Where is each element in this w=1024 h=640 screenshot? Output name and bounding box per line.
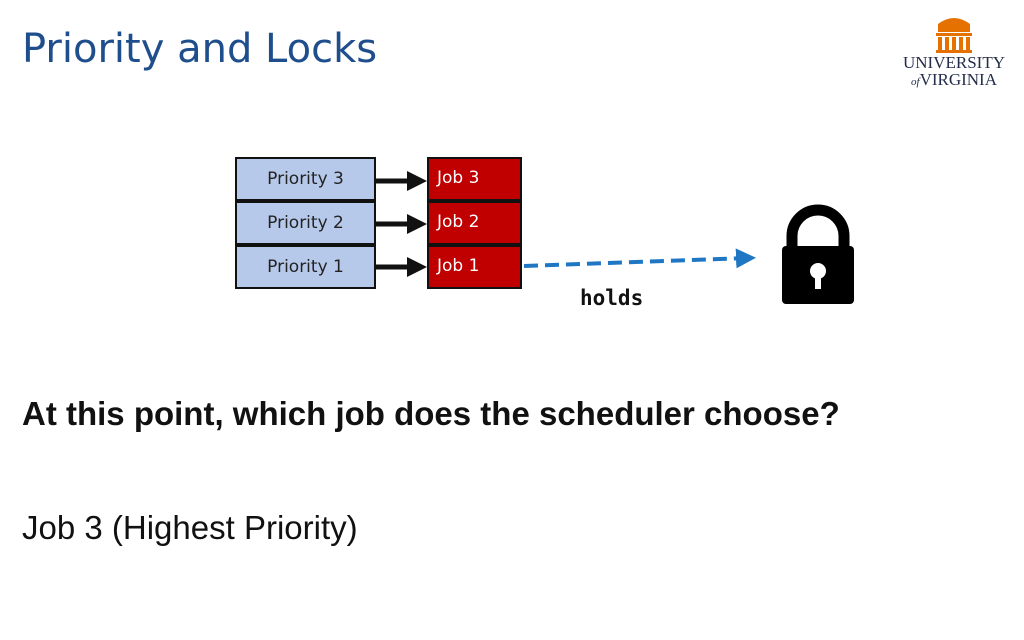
answer-text: Job 3 (Highest Priority)	[22, 509, 358, 546]
university-logo: UNIVERSITY ofVIRGINIA	[896, 18, 1012, 90]
logo-virginia-text: ofVIRGINIA	[896, 70, 1012, 90]
lock-icon	[782, 204, 854, 304]
priority-box-3: Priority 3	[235, 157, 376, 201]
logo-virginia-word: VIRGINIA	[919, 70, 997, 89]
slide-title: Priority and Locks	[22, 26, 378, 72]
logo-of-text: of	[911, 76, 920, 88]
rotunda-icon	[936, 18, 972, 53]
priority-box-2: Priority 2	[235, 201, 376, 245]
job-box-2: Job 2	[427, 201, 522, 245]
question-text: At this point, which job does the schedu…	[22, 395, 840, 432]
logo-university-text: UNIVERSITY	[903, 53, 1005, 72]
job-box-1: Job 1	[427, 245, 522, 289]
holds-dashed-arrow	[523, 248, 756, 269]
priority-box-1: Priority 1	[235, 245, 376, 289]
holds-label: holds	[580, 286, 644, 310]
job-box-3: Job 3	[427, 157, 522, 201]
